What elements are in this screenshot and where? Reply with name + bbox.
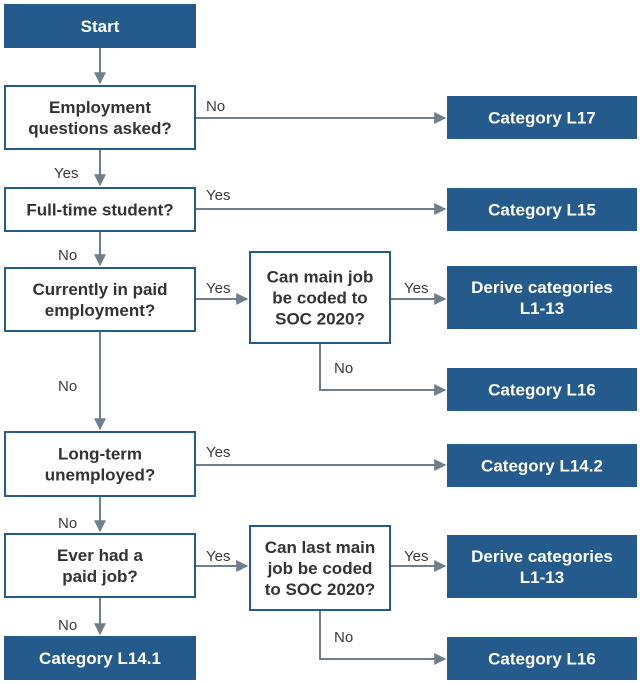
edge-label-lastjob-derive: Yes: [404, 548, 428, 565]
node-label-line: Can main job: [267, 268, 374, 287]
edge-label-mainjob-derive: Yes: [404, 280, 428, 297]
node-box: [447, 535, 637, 598]
edge-label-employment-student: Yes: [54, 165, 78, 182]
node-label-line: questions asked?: [28, 119, 172, 138]
node-box: [249, 251, 391, 344]
node-label-line: Derive categories: [471, 278, 613, 297]
node-box: [4, 431, 196, 497]
edge-label-lastjob-l16: No: [334, 629, 353, 646]
node-cat-l14-1: Category L14.1: [4, 636, 196, 680]
node-box: [447, 444, 637, 487]
node-box: [447, 368, 637, 411]
node-label-line: paid job?: [62, 567, 138, 586]
node-label-line: Long-term: [58, 445, 142, 464]
node-label-line: Category L15: [488, 201, 596, 220]
edge-arrow-lastjob-l16: [319, 611, 447, 665]
edge-label-longterm-ever: No: [58, 515, 77, 532]
node-label-line: Derive categories: [471, 547, 613, 566]
node-cat-l14-2: Category L14.2: [447, 444, 637, 487]
edges: [94, 48, 447, 665]
node-label-line: Category L16: [488, 650, 596, 669]
node-box: [4, 4, 196, 48]
edge-label-student-paid: No: [58, 247, 77, 264]
edge-label-longterm-l142: Yes: [206, 444, 230, 461]
node-start: Start: [4, 4, 196, 48]
node-label-line: Ever had a: [57, 546, 144, 565]
node-box: [4, 187, 196, 232]
node-label-line: Currently in paid: [32, 280, 167, 299]
node-q-paid: Currently in paid employment?: [4, 267, 196, 332]
node-box: [447, 188, 637, 231]
node-box: [4, 85, 196, 150]
node-label-line: L1-13: [520, 568, 564, 587]
node-q-last-job: Can last main job be coded to SOC 2020?: [249, 525, 391, 611]
node-box: [249, 525, 391, 611]
node-q-ever: Ever had a paid job?: [4, 533, 196, 598]
node-label-line: Category L14.2: [481, 457, 603, 476]
edge-label-paid-mainjob: Yes: [206, 280, 230, 297]
node-label-line: employment?: [45, 301, 156, 320]
node-label-line: Category L16: [488, 381, 596, 400]
node-label-line: L1-13: [520, 299, 564, 318]
node-label-line: Start: [81, 17, 120, 36]
edge-label-employment-l17: No: [206, 98, 225, 115]
node-box: [447, 266, 637, 329]
node-q-student: Full-time student?: [4, 187, 196, 232]
node-box: [447, 637, 637, 680]
node-label-line: Category L17: [488, 109, 596, 128]
edge-label-ever-l141: No: [58, 617, 77, 634]
node-cat-l16-a: Category L16: [447, 368, 637, 411]
node-label-line: job be coded: [267, 559, 373, 578]
node-cat-l16-b: Category L16: [447, 637, 637, 680]
edge-label-student-l15: Yes: [206, 187, 230, 204]
edge-label-paid-longterm: No: [58, 378, 77, 395]
node-label-line: Full-time student?: [26, 201, 173, 220]
edge-arrow-mainjob-l16: [319, 344, 447, 396]
node-box: [447, 96, 637, 139]
node-label-line: to SOC 2020?: [265, 580, 376, 599]
edge-label-ever-lastjob: Yes: [206, 548, 230, 565]
node-label-line: SOC 2020?: [275, 310, 365, 329]
node-label-line: be coded to: [272, 289, 367, 308]
node-label-line: unemployed?: [45, 466, 156, 485]
node-q-longterm: Long-term unemployed?: [4, 431, 196, 497]
edge-label-mainjob-l16: No: [334, 360, 353, 377]
node-q-main-job: Can main job be coded to SOC 2020?: [249, 251, 391, 344]
node-box: [4, 636, 196, 680]
node-box: [4, 533, 196, 598]
node-label-line: Can last main: [265, 538, 376, 557]
node-cat-l15: Category L15: [447, 188, 637, 231]
node-box: [4, 267, 196, 332]
node-cat-l17: Category L17: [447, 96, 637, 139]
node-q-employment: Employment questions asked?: [4, 85, 196, 150]
node-label-line: Employment: [49, 98, 151, 117]
node-label-line: Category L14.1: [39, 649, 161, 668]
